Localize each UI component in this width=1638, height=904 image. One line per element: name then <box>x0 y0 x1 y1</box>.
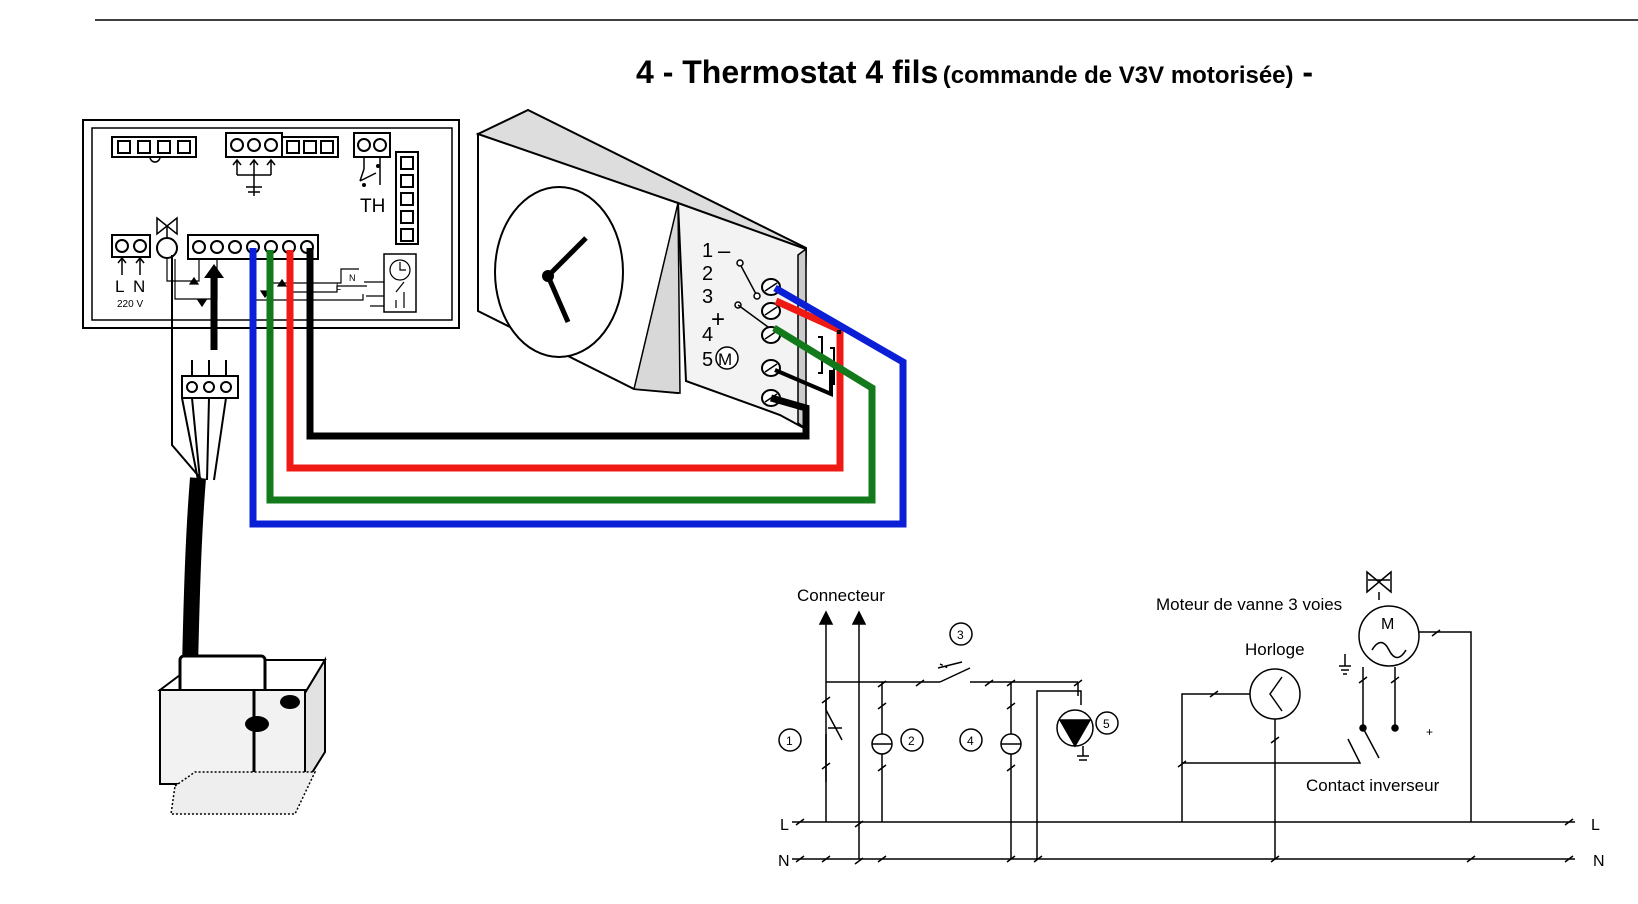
sensor-box-icon <box>157 654 327 815</box>
changeover-contact-label: Contact inverseur <box>1306 776 1440 795</box>
mains-n-label: N <box>133 277 145 296</box>
sensor-arrow <box>204 264 224 350</box>
title-suffix: - <box>1293 54 1314 90</box>
thermostat-terminal-1: 1 <box>702 240 713 262</box>
clock-label: Horloge <box>1245 640 1305 659</box>
thermostat-plus-sign: + <box>711 306 725 333</box>
mains-terminal <box>111 234 151 275</box>
callout-1: 1 <box>786 734 793 748</box>
line-label-right: L <box>1591 817 1600 834</box>
callout-2: 2 <box>908 734 915 748</box>
black-wire <box>306 248 810 440</box>
voltage-label: 220 V <box>117 299 143 310</box>
terminal-block-top-center <box>225 132 339 196</box>
valve-symbol-icon <box>156 216 178 259</box>
blue-wire <box>249 248 907 528</box>
mains-l-label: L <box>115 277 124 296</box>
thermostat-terminal-3: 3 <box>702 286 713 308</box>
title-subtitle: (commande de V3V motorisée) <box>942 62 1294 89</box>
line-label-left: L <box>780 817 789 834</box>
clock-hands-icon <box>545 236 588 323</box>
thermostat-terminal-4: 4 <box>702 324 713 346</box>
valve-motor-label: Moteur de vanne 3 voies <box>1156 595 1342 614</box>
page-title: 4 - Thermostat 4 fils (commande de V3V m… <box>636 54 1313 91</box>
red-wire <box>286 250 844 472</box>
green-wire <box>266 250 876 504</box>
colored-wires <box>249 248 907 528</box>
wire-l-label: L <box>336 282 341 292</box>
thermostat-motor-symbol: M <box>718 350 732 369</box>
thermostat-minus-sign: – <box>718 238 731 263</box>
sensor-cable <box>171 255 239 669</box>
valve-icon <box>1366 570 1392 594</box>
callout-5: 5 <box>1103 717 1110 731</box>
callout-3: 3 <box>957 628 964 642</box>
title-main: 4 - Thermostat 4 fils <box>636 54 939 90</box>
electrical-schematic <box>778 570 1575 865</box>
wire-n-label: N <box>349 273 356 283</box>
th-label: TH <box>360 196 385 217</box>
schematic-labels: Connecteur Moteur de vanne 3 voies M Hor… <box>778 586 1605 870</box>
plus-terminal-label: + <box>1426 725 1433 739</box>
terminal-block-thermostat <box>353 132 391 187</box>
terminal-block-top-left <box>111 136 197 163</box>
connector-label: Connecteur <box>797 586 885 605</box>
neutral-label-right: N <box>1593 853 1605 870</box>
neutral-label-left: N <box>778 853 790 870</box>
callout-4: 4 <box>967 734 974 748</box>
thermostat-terminal-2: 2 <box>702 263 713 285</box>
terminal-block-main <box>187 234 319 260</box>
internal-wiring <box>166 253 417 313</box>
motor-symbol: M <box>1381 616 1394 633</box>
vertical-terminal-strip <box>395 151 419 245</box>
thermostat-terminal-5: 5 <box>702 349 713 371</box>
thermostat-device: M 1 – 2 3 + 4 5 <box>475 108 835 431</box>
